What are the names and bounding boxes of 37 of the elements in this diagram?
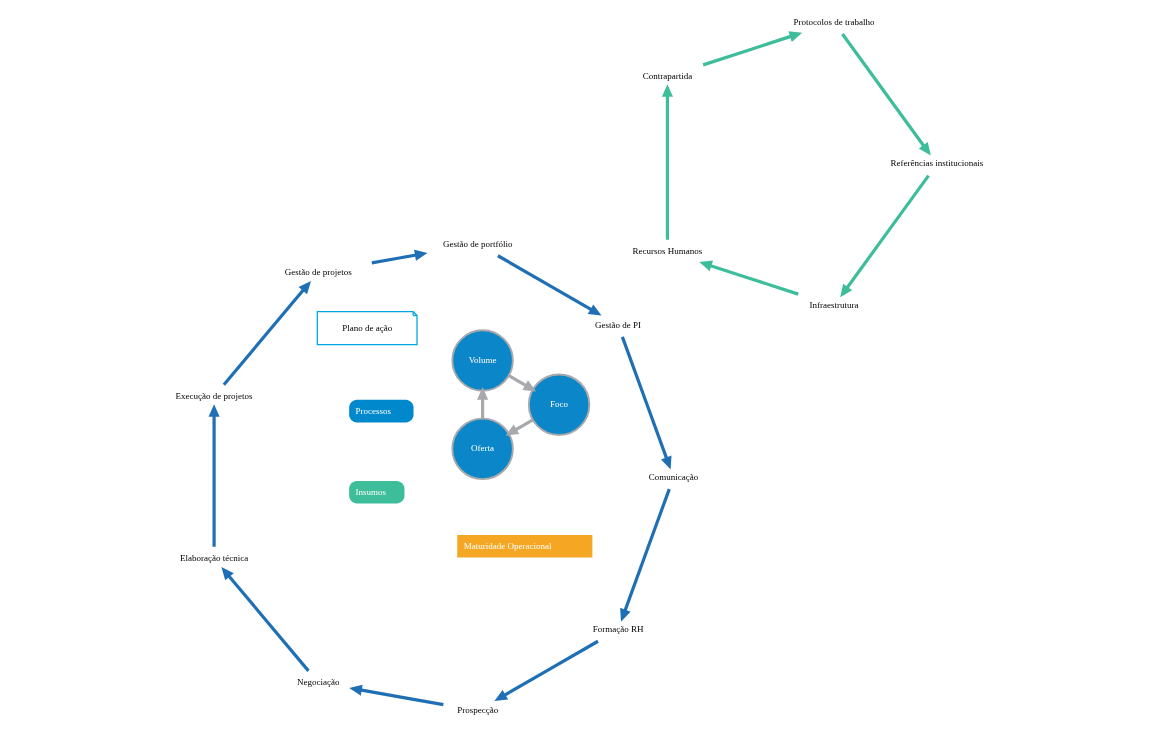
node-text: Negociação [296, 676, 339, 687]
arrow [496, 254, 601, 316]
node-text: Comunicação [648, 471, 698, 482]
legend-label: Processos [355, 405, 391, 416]
node-circle: Volume [450, 329, 514, 392]
node-text: Execução de projetos [175, 390, 253, 401]
node-text: Gestão de PI [594, 319, 641, 330]
label: Maturidade Operacional [463, 540, 551, 551]
node-text: Contrapartida [642, 70, 692, 81]
arrow [348, 684, 444, 707]
node-text: Protocolos de trabalho [793, 16, 874, 27]
arrow [371, 249, 427, 265]
arrow [840, 33, 931, 156]
node-text: Infraestrutura [809, 300, 858, 311]
node-text: Gestão de portfólio [442, 238, 513, 249]
arrow [220, 567, 310, 672]
arrow [839, 174, 930, 298]
arrow [698, 260, 799, 296]
arrow [493, 639, 599, 702]
arrow [208, 404, 220, 547]
node-text: Recursos Humanos [632, 246, 702, 257]
node-text: Gestão de projetos [284, 266, 352, 277]
arrow [505, 418, 534, 436]
arrow [661, 84, 673, 240]
node-circle: Foco [527, 373, 590, 436]
legend-label: Insumos [355, 486, 386, 497]
arrow [620, 336, 671, 470]
arrow [619, 488, 671, 622]
node-text: Referências institucionais [890, 158, 983, 169]
node-text: Elaboração técnica [179, 552, 248, 563]
arrow [702, 31, 802, 67]
arrow [222, 280, 311, 386]
arrow [476, 386, 488, 419]
node-circle: Oferta [450, 417, 514, 481]
arrow [507, 374, 536, 392]
node-text: Prospecção [456, 705, 498, 716]
node-text: Formação RH [592, 624, 643, 635]
